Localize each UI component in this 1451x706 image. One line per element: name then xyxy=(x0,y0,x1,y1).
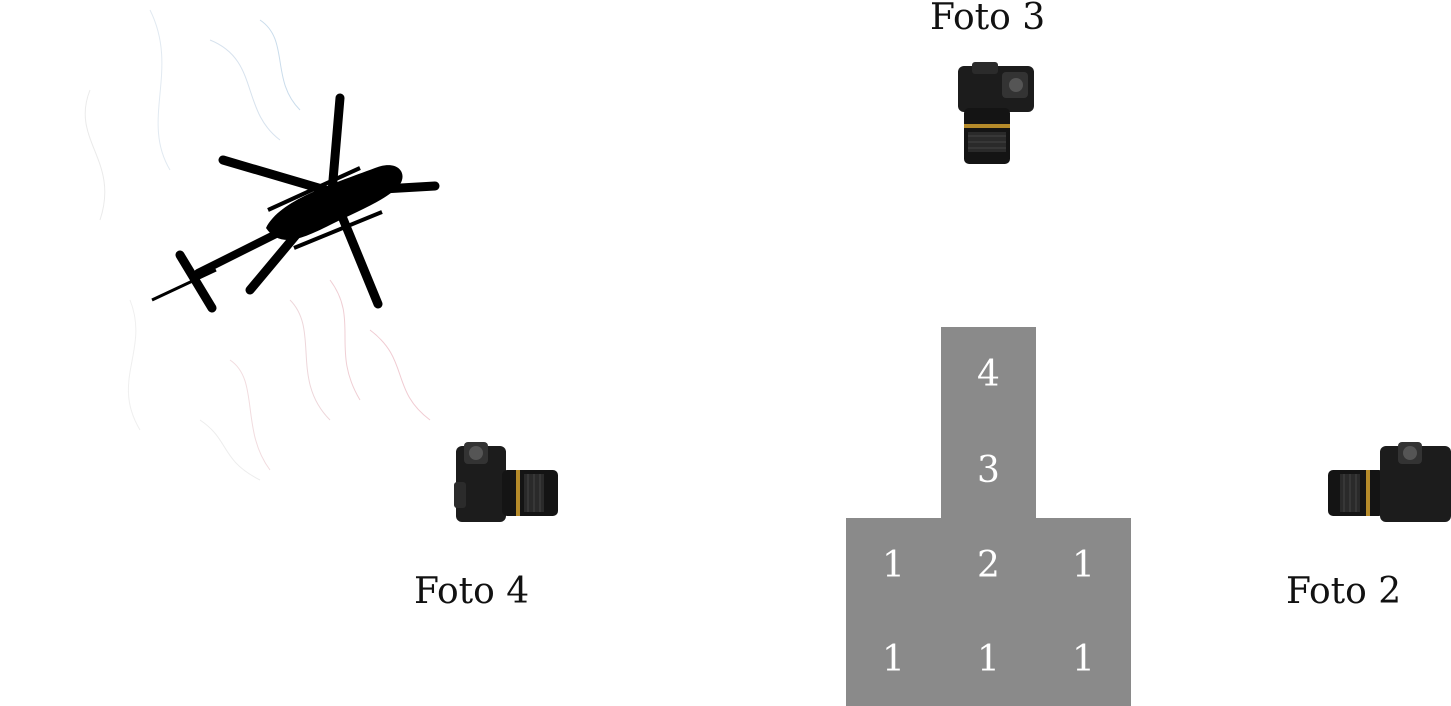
block-cell: 3 xyxy=(941,423,1036,518)
block-cell: 1 xyxy=(1036,518,1131,614)
block-cell: 1 xyxy=(941,614,1036,706)
helicopter-icon xyxy=(84,9,440,481)
block-cell: 4 xyxy=(941,327,1036,423)
block-cell: 1 xyxy=(846,614,941,706)
block-cell: 2 xyxy=(941,518,1036,614)
photo-4-label: Foto 4 xyxy=(414,571,530,612)
block-grid: 4 3 1 2 1 1 1 1 xyxy=(846,327,1131,706)
photo-3-label: Foto 3 xyxy=(930,0,1046,38)
block-cell: 1 xyxy=(846,518,941,614)
photo-2-label: Foto 2 xyxy=(1286,571,1402,612)
camera-icon xyxy=(950,62,1040,166)
camera-icon xyxy=(454,440,560,524)
camera-icon xyxy=(1326,440,1451,524)
block-cell: 1 xyxy=(1036,614,1131,706)
